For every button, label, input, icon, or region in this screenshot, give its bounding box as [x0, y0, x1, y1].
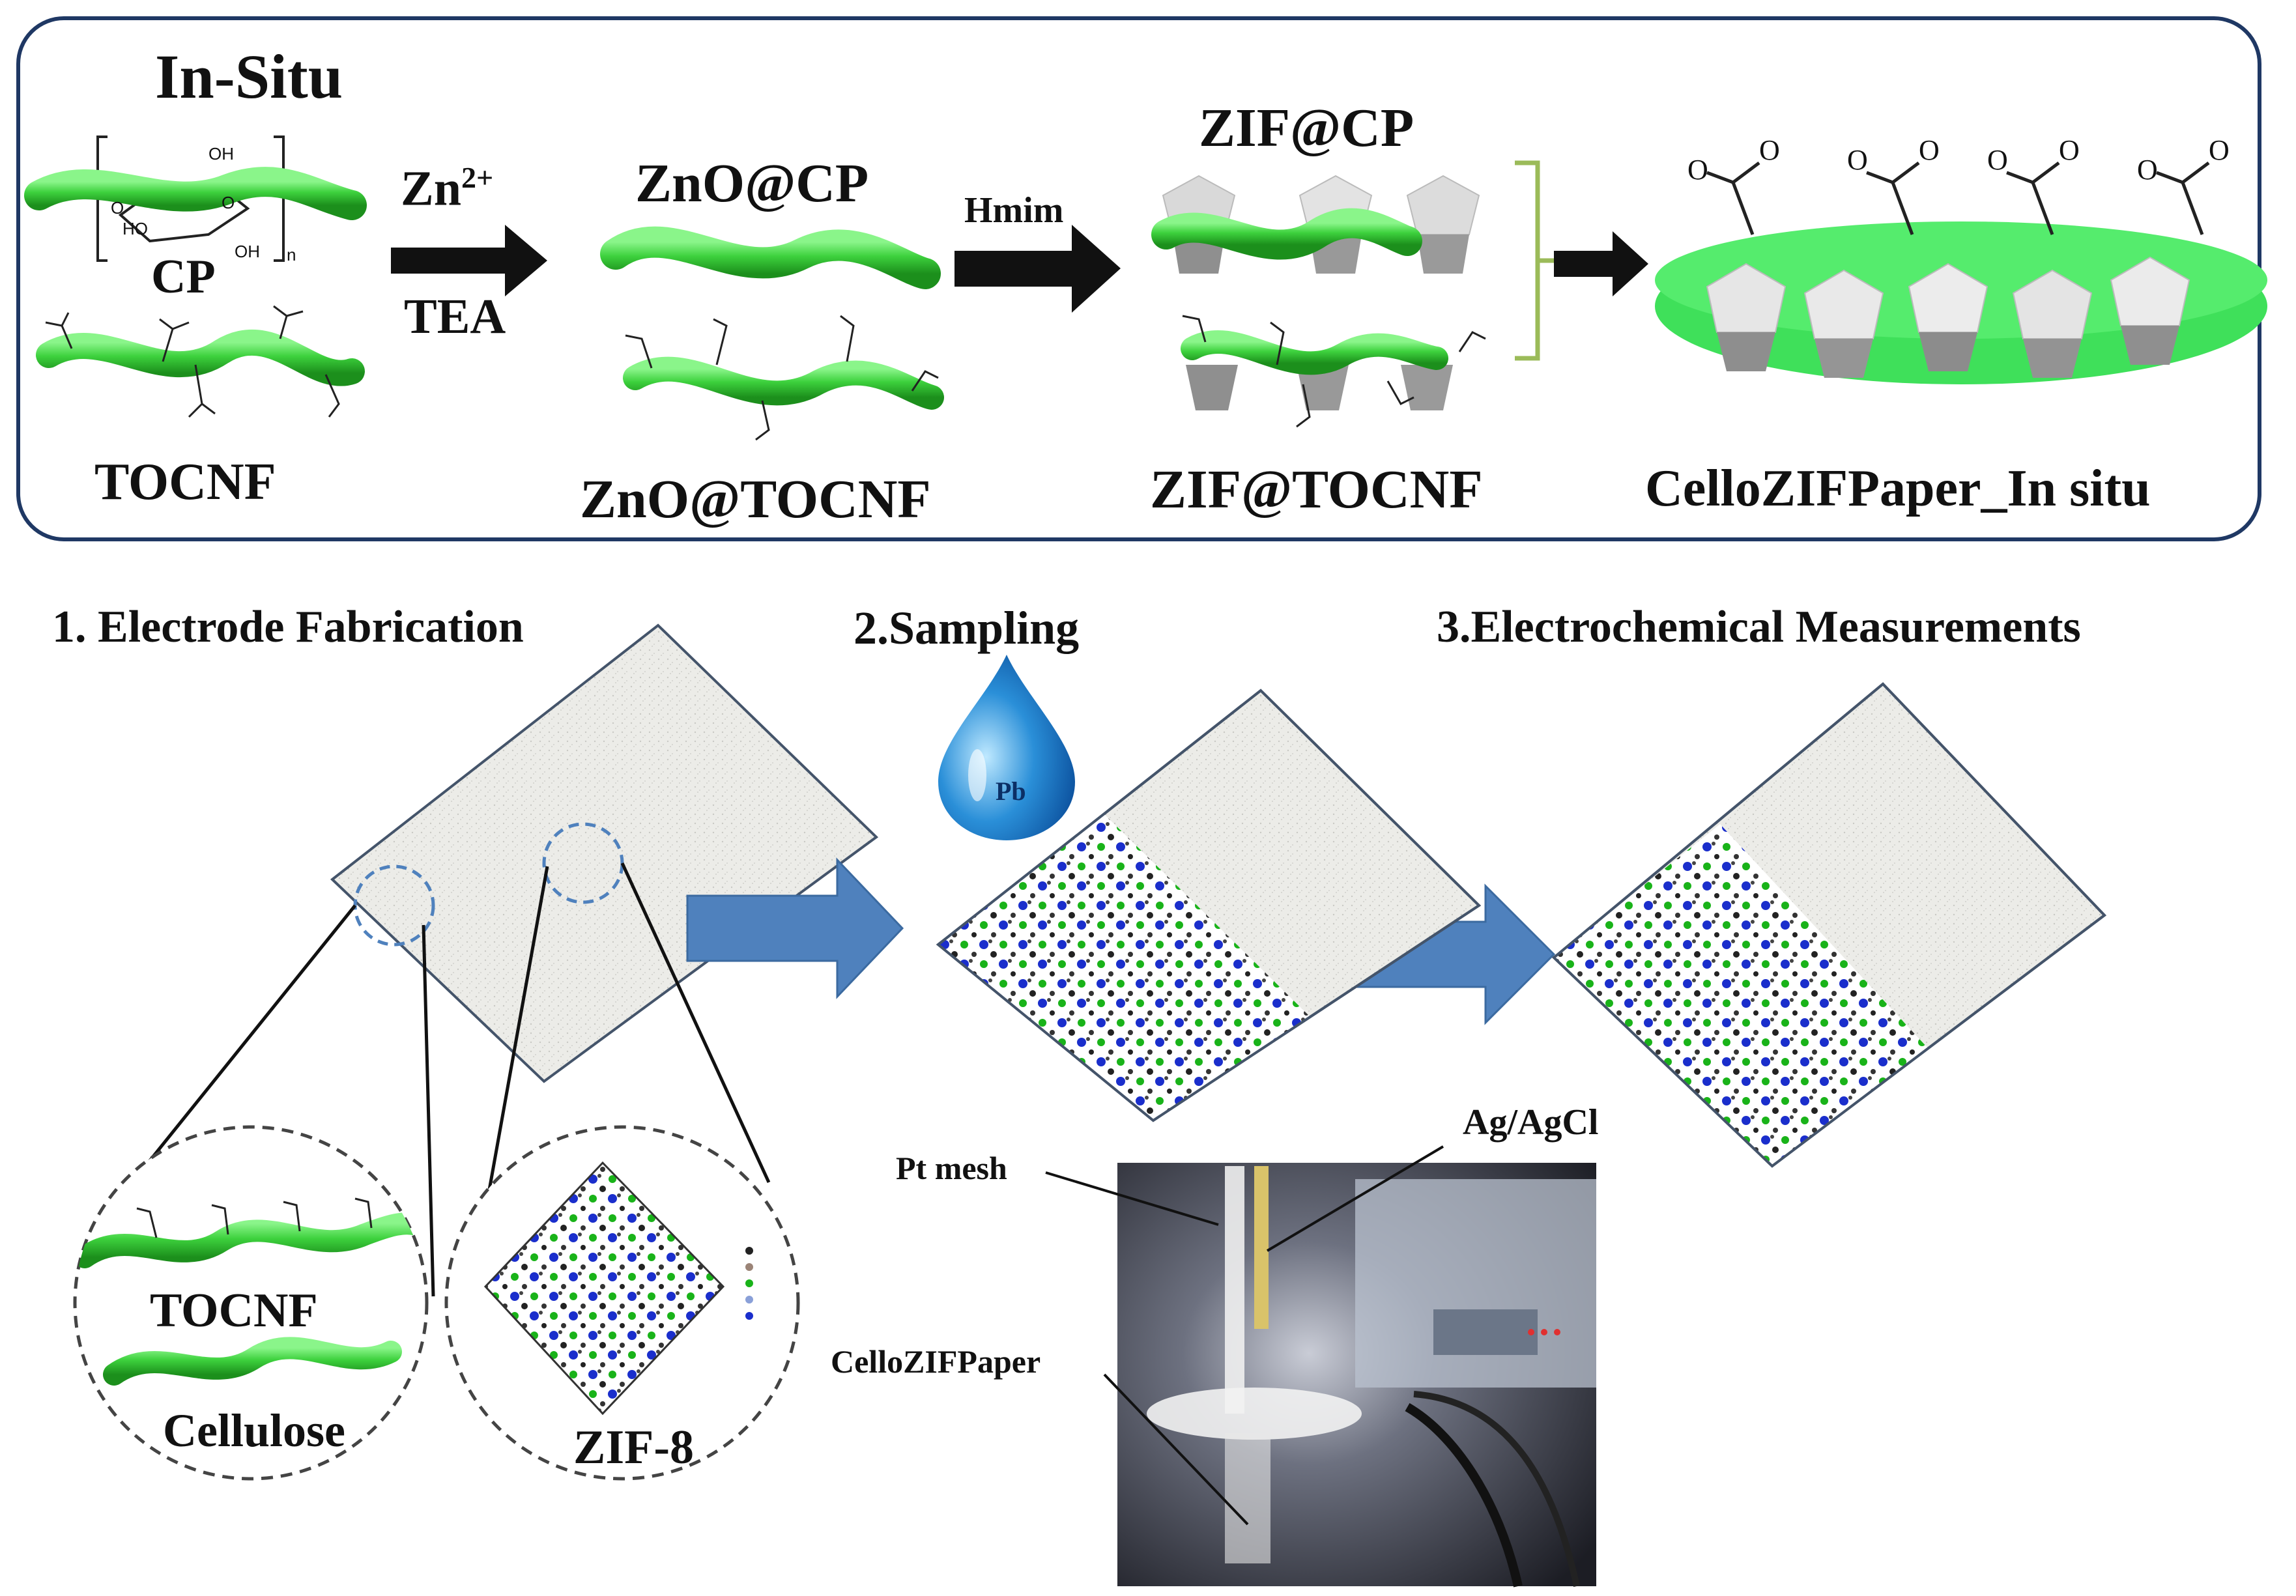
zif-cp-fiber	[1151, 208, 1422, 260]
zif8-legend	[745, 1247, 753, 1320]
tocnf-fiber	[36, 330, 365, 386]
electrode-paper-2-zif-layer	[938, 814, 1310, 1120]
zoom-circle-left	[73, 1125, 429, 1481]
svg-text:OH: OH	[208, 144, 234, 164]
zoom-left-content	[75, 1197, 427, 1386]
cp-atom-labels: O OH HO OH On	[111, 144, 296, 264]
cp-label: CP	[151, 250, 216, 304]
svg-text:O: O	[1687, 154, 1708, 186]
zif-tocnf-polyhedra	[1186, 365, 1453, 410]
svg-text:O: O	[2209, 134, 2230, 166]
photo-ag-label: Ag/AgCl	[1463, 1102, 1599, 1143]
reagent-tea: TEA	[404, 289, 506, 344]
zoom-tocnf-label: TOCNF	[150, 1284, 318, 1337]
electrode-paper-3-outline	[1551, 682, 2107, 1168]
zif8-crystal	[483, 1161, 725, 1416]
cellozifpaper-carboxylates	[1706, 162, 2210, 235]
setup-photo	[1117, 1163, 1596, 1588]
tocnf-carboxyl-groups	[45, 305, 340, 418]
zif-tocnf-carboxyl-groups	[1182, 315, 1486, 428]
electrode-paper-3-zif-layer	[1554, 824, 1929, 1166]
arrow-to-product	[1554, 231, 1648, 296]
svg-text:O: O	[2059, 134, 2080, 166]
zno-tocnf-label: ZnO@TOCNF	[580, 469, 931, 530]
flow-arrow-1	[686, 857, 904, 999]
svg-text:HO: HO	[122, 219, 148, 238]
step1-label: 1. Electrode Fabrication	[52, 602, 524, 652]
tocnf-label-top: TOCNF	[94, 453, 276, 511]
cp-fiber	[24, 167, 367, 220]
pb-drop	[938, 655, 1075, 840]
zno-cp-fiber	[600, 226, 941, 289]
zif-tocnf-label: ZIF@TOCNF	[1150, 459, 1483, 520]
svg-text:O: O	[1987, 144, 2008, 176]
flow-arrow-2	[1338, 883, 1556, 1025]
zno-tocnf-fiber	[623, 356, 944, 410]
photo-cellozif-label: CelloZIFPaper	[831, 1343, 1041, 1380]
product-label: CelloZIFPaper_In situ	[1645, 460, 2151, 517]
zno-cp-label: ZnO@CP	[635, 153, 869, 214]
electrode-paper-2-outline	[936, 689, 1482, 1122]
reagent-hmim: Hmim	[964, 190, 1064, 231]
arrow-hmim	[954, 225, 1121, 313]
pb-drop-highlight	[968, 749, 986, 801]
svg-text:O: O	[111, 198, 124, 218]
pb-drop-label: Pb	[996, 777, 1026, 806]
electrode-paper-1	[330, 623, 879, 1083]
reagent-zn: Zn2+	[401, 161, 494, 216]
reagent-zn-charge: 2+	[461, 161, 494, 194]
reagent-zn-text: Zn	[401, 161, 461, 216]
zif-tocnf-fiber	[1181, 330, 1448, 375]
svg-text:O: O	[1759, 134, 1780, 166]
svg-text:O: O	[222, 193, 235, 212]
svg-text:O: O	[1919, 134, 1940, 166]
in-situ-title: In-Situ	[155, 42, 343, 111]
step3-label: 3.Electrochemical Measurements	[1437, 602, 2081, 652]
zno-tocnf-carboxyl-groups	[625, 315, 939, 441]
photo-pointer-lines	[1045, 1145, 1444, 1526]
zoom-cellulose-label: Cellulose	[163, 1404, 345, 1457]
bracket	[1515, 160, 1554, 361]
zif-cp-label: ZIF@CP	[1199, 98, 1414, 158]
cellozifpaper-polyhedra	[1706, 256, 2190, 378]
svg-text:O: O	[2137, 154, 2158, 186]
step2-label: 2.Sampling	[854, 602, 1080, 654]
svg-text:O: O	[1847, 144, 1868, 176]
svg-text:n: n	[287, 245, 296, 264]
svg-text:OH: OH	[235, 242, 260, 261]
photo-pt-label: Pt mesh	[896, 1150, 1007, 1186]
zoom-zif8-label: ZIF-8	[573, 1421, 694, 1474]
arrow-zn-tea	[391, 225, 547, 296]
